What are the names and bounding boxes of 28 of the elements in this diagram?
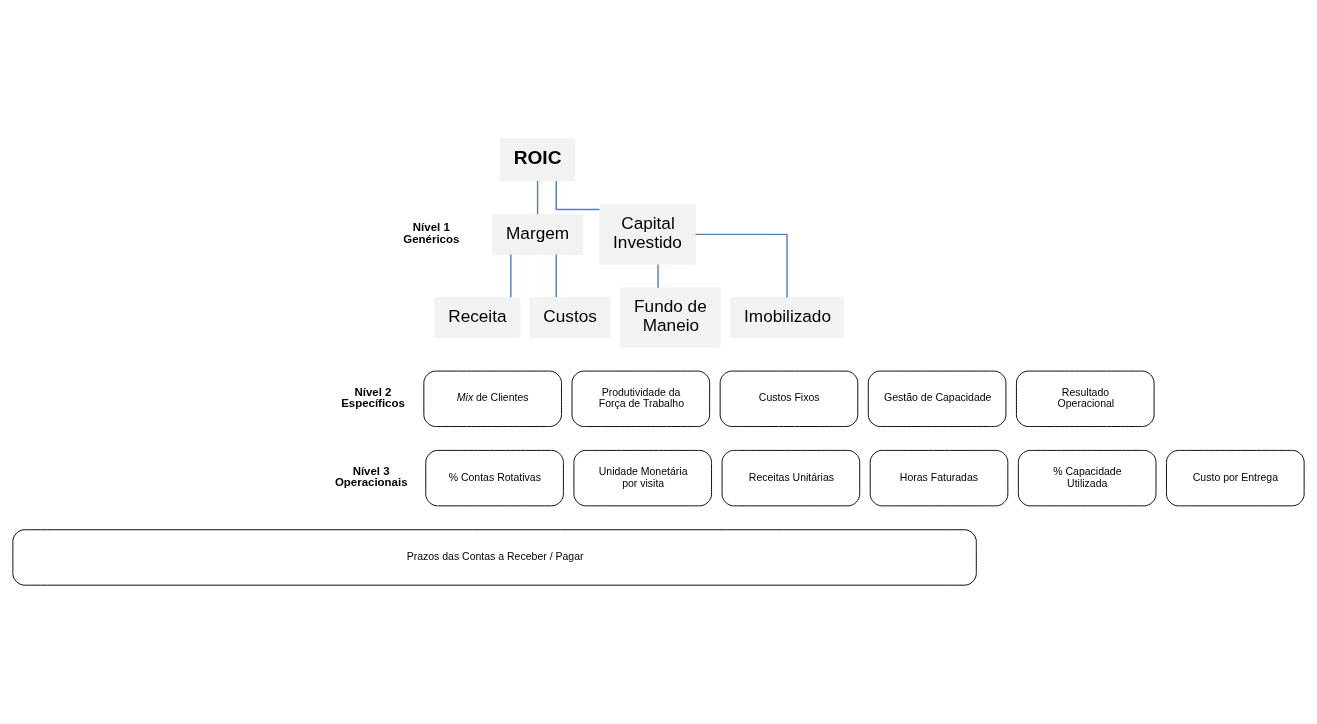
connector <box>536 180 539 215</box>
node-box: Custos <box>529 297 611 339</box>
node-box: ROIC <box>499 138 576 182</box>
node-box: Produtividade da Força de Trabalho <box>571 370 711 427</box>
label: Nível 2 Específicos <box>341 385 405 410</box>
node-box: % Contas Rotativas <box>425 449 564 507</box>
node-box: Gestão de Capacidade <box>867 370 1007 427</box>
node-box: Receitas Unitárias <box>721 449 861 507</box>
connector <box>694 233 788 299</box>
node-box: Prazos das Contas a Receber / Pagar <box>12 529 977 586</box>
node-box: Margem <box>492 213 583 255</box>
node-box: Mix de Clientes <box>423 370 562 427</box>
node-box: Fundo de Maneio <box>620 287 721 348</box>
node-box: % Capacidade Utilizada <box>1017 449 1157 507</box>
label: Nível 1 Genéricos <box>403 221 460 245</box>
label: Nível 3 Operacionais <box>334 464 408 489</box>
connector <box>555 253 557 299</box>
node-box: Capital Investido <box>599 204 696 265</box>
connector <box>510 253 512 299</box>
node-box: Imobilizado <box>730 297 844 339</box>
node-box: Receita <box>434 297 521 339</box>
node-box: Unidade Monetária por visita <box>573 449 713 507</box>
node-box: Horas Faturadas <box>869 449 1009 507</box>
node-box: Custo por Entrega <box>1166 449 1305 507</box>
node-box: Resultado Operacional <box>1015 370 1155 427</box>
node-box: Custos Fixos <box>719 370 859 427</box>
connector <box>657 263 659 289</box>
connector <box>555 180 601 211</box>
